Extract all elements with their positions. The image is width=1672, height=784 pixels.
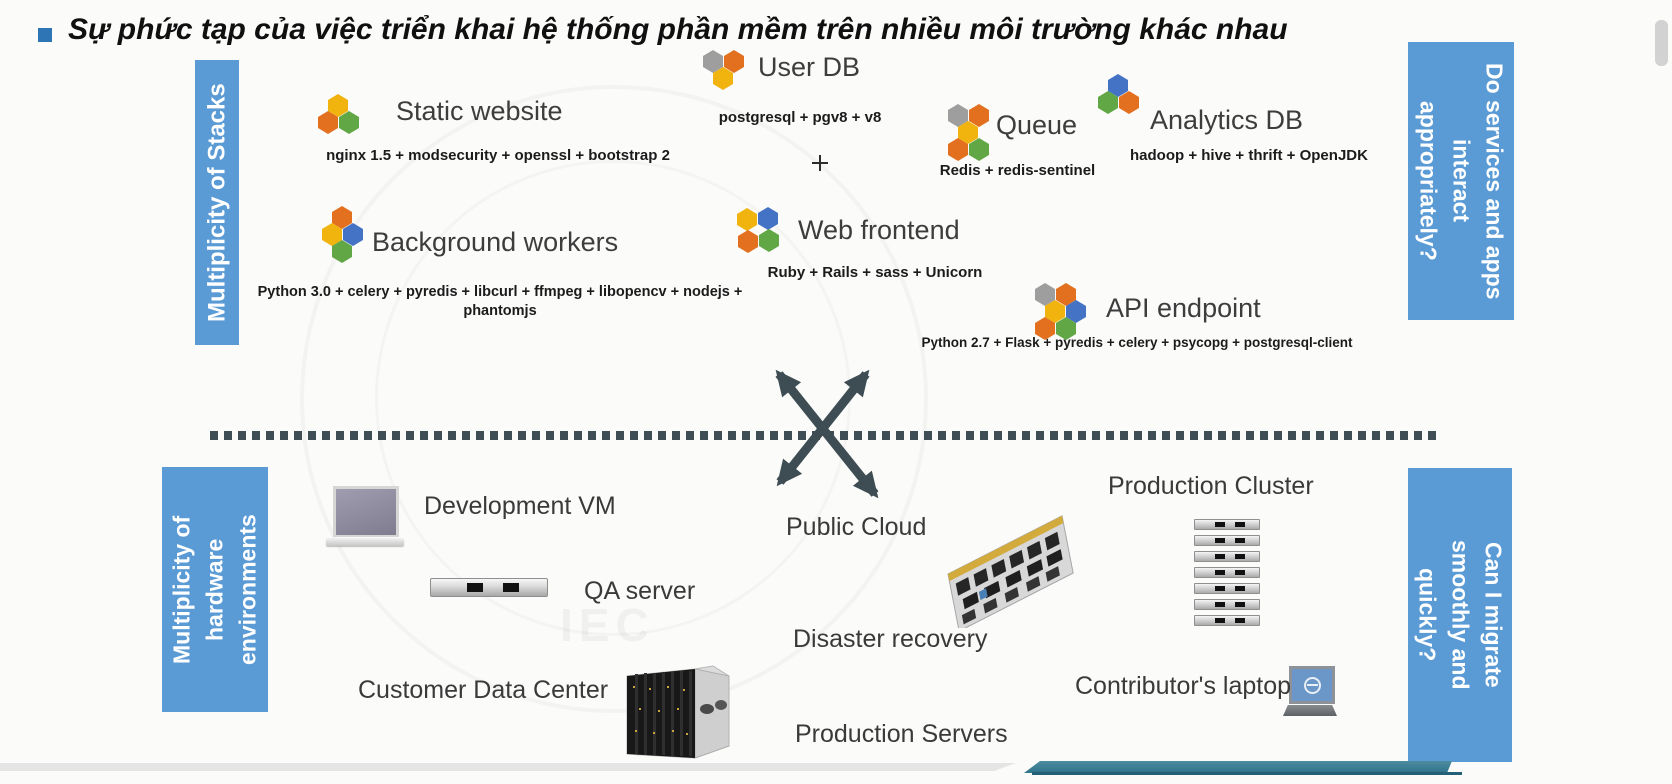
hexagon-gray: [948, 104, 968, 127]
server-board-icon: [947, 515, 1074, 628]
hexagon-orange: [318, 111, 338, 134]
static-website-subtext: nginx 1.5 + modsecurity + openssl + boot…: [283, 146, 713, 165]
background-workers-label: Background workers: [372, 227, 619, 257]
customer-data-center-label: Customer Data Center: [358, 676, 609, 704]
queue-subtext-line: Redis + redis-sentinel: [939, 162, 1096, 179]
production-cluster-label: Production Cluster: [1108, 472, 1314, 500]
web-frontend-subtext: Ruby + Rails + sass + Unicorn: [767, 263, 983, 282]
user-db-subtext-line: postgresql + pgv8 + v8: [718, 109, 882, 126]
slide-edge-gray-bar: [0, 763, 1016, 771]
user-db-label: User DB: [758, 52, 861, 82]
production-servers-label: Production Servers: [795, 720, 1008, 748]
background-workers-hex-cluster-icon: [322, 206, 382, 266]
banner-services-interact: Do services and apps interact appropriat…: [1408, 42, 1514, 320]
hexagon-orange: [1119, 91, 1139, 114]
small-laptop-base: [1283, 705, 1337, 716]
banner-can-i-migrate: Can I migrate smoothly and quickly?: [1408, 468, 1512, 762]
hexagon-yellow: [1045, 300, 1065, 323]
rack-server-icon: [430, 578, 548, 597]
development-vm-label: Development VM: [424, 492, 616, 520]
scrollbar-thumb[interactable]: [1655, 20, 1668, 66]
queue-subtext: Redis + redis-sentinel: [930, 161, 1105, 180]
background-workers-subtext-line: phantomjs: [463, 303, 537, 319]
laptop-icon: [326, 486, 406, 546]
hexagon-green: [339, 111, 359, 134]
title-bullet-square: [38, 28, 52, 42]
static-website-hex-cluster-icon: [318, 94, 378, 154]
hexagon-yellow: [737, 208, 757, 231]
hexagon-green: [759, 229, 779, 252]
small-laptop-icon: [1283, 666, 1339, 718]
hexagon-green: [969, 138, 989, 161]
hexagon-orange: [1035, 317, 1055, 340]
hexagon-gray: [703, 50, 723, 73]
hexagon-yellow: [713, 67, 733, 90]
public-cloud-label: Public Cloud: [786, 513, 927, 541]
hexagon-blue: [1108, 74, 1128, 97]
analytics-db-label: Analytics DB: [1150, 105, 1304, 135]
banner-multiplicity-of-stacks: Multiplicity of Stacks: [195, 60, 239, 345]
watermark-text: IEC: [560, 599, 655, 651]
hexagon-green: [1098, 91, 1118, 114]
queue-hex-cluster-icon: [948, 104, 1008, 164]
web-frontend-hex-cluster-icon: [737, 207, 797, 267]
user-db-hex-cluster-icon: [703, 50, 763, 110]
api-endpoint-hex-cluster-icon: [1035, 283, 1095, 343]
hexagon-orange: [332, 206, 352, 229]
hexagon-yellow: [958, 121, 978, 144]
hexagon-blue: [343, 223, 363, 246]
hexagon-orange: [969, 104, 989, 127]
hexagon-orange: [1056, 283, 1076, 306]
hexagon-orange: [738, 230, 758, 253]
background-workers-subtext-line: Python 3.0 + celery + pyredis + libcurl …: [257, 284, 743, 300]
qa-server-label: QA server: [584, 577, 696, 605]
web-frontend-subtext-line: Ruby + Rails + sass + Unicorn: [767, 264, 983, 281]
page-title: Sự phức tạp của việc triển khai hệ thống…: [68, 13, 1288, 46]
disaster-recovery-label: Disaster recovery: [793, 625, 988, 653]
hexagon-orange: [948, 138, 968, 161]
slide-edge-teal-underline: [1032, 772, 1462, 775]
hexagon-green: [1056, 317, 1076, 340]
analytics-db-hex-cluster-icon: [1098, 74, 1158, 134]
hexagon-gray: [1035, 283, 1055, 306]
web-frontend-label: Web frontend: [798, 215, 960, 245]
hexagon-orange: [724, 50, 744, 73]
cross-arrows-icon: [775, 369, 879, 499]
laptop-screen: [333, 486, 399, 537]
hexagon-blue: [758, 207, 778, 230]
analytics-db-subtext-line: hadoop + hive + thrift + OpenJDK: [1130, 147, 1368, 164]
blade-chassis-icon: [626, 665, 730, 759]
banner-multiplicity-of-hardware: Multiplicity of hardware environments: [162, 467, 268, 712]
slide-edge-teal-bar: [1024, 761, 1452, 773]
hexagon-green: [332, 240, 352, 263]
queue-label: Queue: [996, 110, 1078, 140]
contributors-laptop-label: Contributor's laptop: [1075, 672, 1292, 700]
background-workers-subtext: Python 3.0 + celery + pyredis + libcurl …: [250, 283, 750, 321]
user-db-subtext: postgresql + pgv8 + v8: [700, 108, 900, 127]
hexagon-yellow: [328, 94, 348, 117]
hexagon-yellow: [322, 223, 342, 246]
static-website-label: Static website: [396, 96, 563, 126]
analytics-db-subtext: hadoop + hive + thrift + OpenJDK: [1130, 146, 1368, 165]
small-laptop-screen: [1289, 666, 1335, 704]
api-endpoint-subtext: Python 2.7 + Flask + pyredis + celery + …: [917, 333, 1357, 352]
crosshair-cursor: [812, 155, 828, 171]
api-endpoint-subtext-line: Python 2.7 + Flask + pyredis + celery + …: [921, 335, 1353, 350]
laptop-base: [326, 538, 404, 546]
laptop-logo-icon: [1304, 677, 1321, 694]
hexagon-blue: [1066, 300, 1086, 323]
api-endpoint-label: API endpoint: [1106, 293, 1261, 323]
rack-stack-icon: [1194, 519, 1260, 626]
static-website-subtext-line: nginx 1.5 + modsecurity + openssl + boot…: [326, 147, 670, 164]
